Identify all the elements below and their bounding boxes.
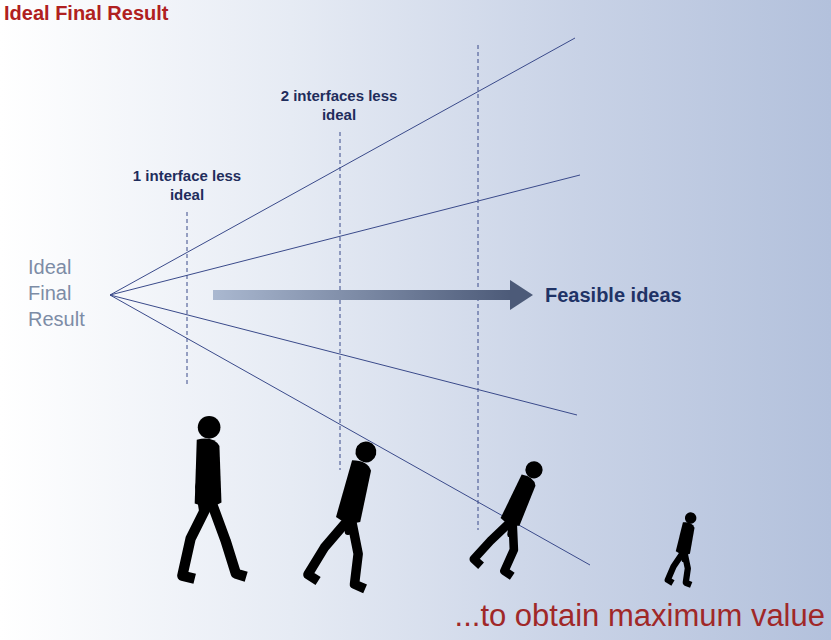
diagram-title: Ideal Final Result: [4, 2, 168, 25]
ray-lines: [110, 38, 590, 565]
evolution-figures: [182, 416, 706, 593]
stage-label: 1 interface less ideal: [127, 166, 247, 204]
dashed-boundaries: [187, 45, 478, 530]
stage-label: 2 interfaces less ideal: [278, 86, 400, 124]
arrow-label: Feasible ideas: [545, 284, 682, 307]
origin-label: Ideal Final Result: [28, 254, 98, 332]
diagram-caption: ...to obtain maximum value: [455, 598, 825, 634]
direction-arrow: [213, 280, 533, 310]
